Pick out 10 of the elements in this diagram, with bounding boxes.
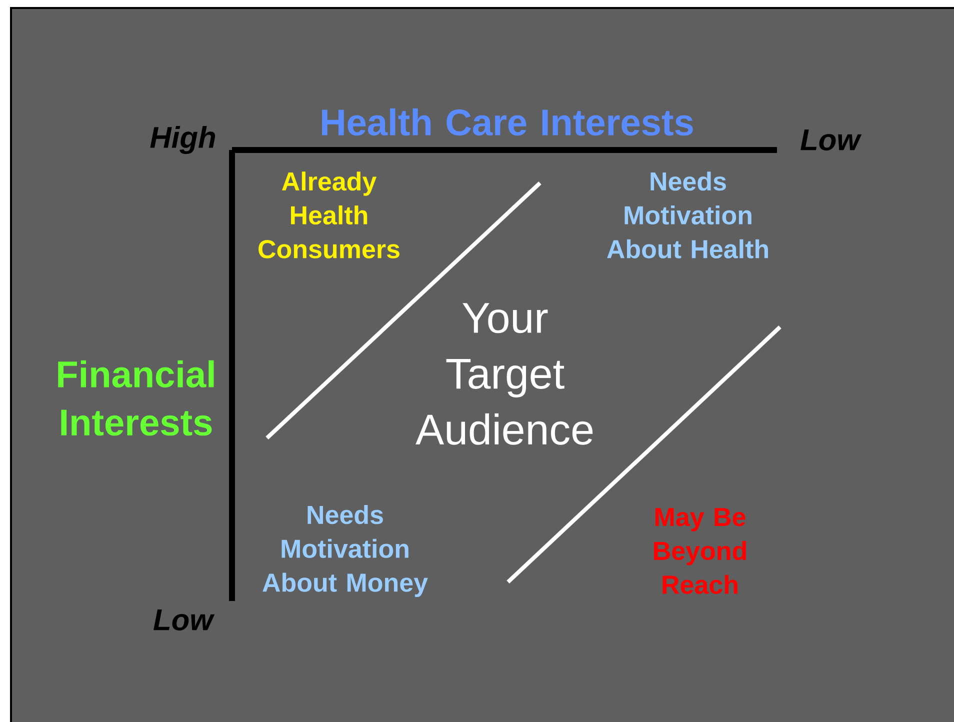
quadrant-label: Already Health Consumers <box>258 172 400 258</box>
axis-title: Health Care Interests <box>322 108 693 136</box>
center-label: Your Target Audience <box>416 303 593 445</box>
quadrant-label: Needs Motivation About Health <box>607 172 768 258</box>
axis-end-label: Low <box>154 610 215 630</box>
axis-end-label: High <box>150 126 216 154</box>
quadrant-label: May Be Beyond Reach <box>654 508 746 594</box>
axis-end-label: Low <box>800 130 862 150</box>
quadrant-label: Needs Motivation About Money <box>262 505 428 597</box>
axis-title: Financial Interests <box>58 360 214 436</box>
